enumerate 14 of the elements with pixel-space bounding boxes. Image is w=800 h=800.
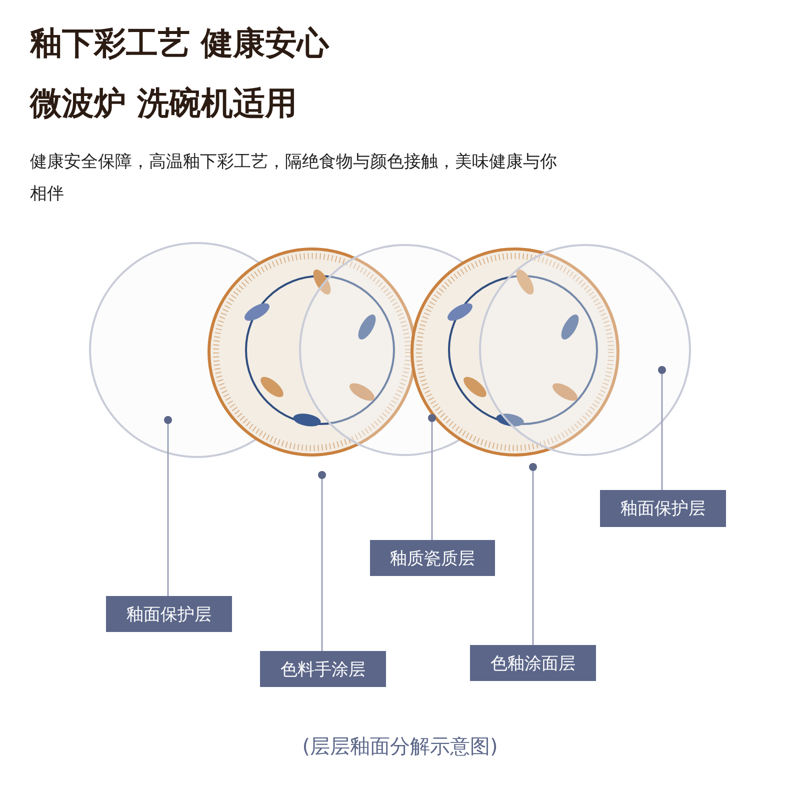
callout-label: 釉面保护层 <box>106 596 232 632</box>
leader-line <box>428 414 436 540</box>
title: 釉下彩工艺 健康安心 <box>30 23 330 64</box>
leader-line <box>658 366 666 490</box>
callout-label: 釉面保护层 <box>600 490 726 527</box>
description-text: 健康安全保障，高温釉下彩工艺，隔绝食物与颜色接触，美味健康与你相伴 <box>30 151 558 206</box>
caption: (层层釉面分解示意图) <box>301 733 499 760</box>
leader-line <box>164 416 172 596</box>
callout-label: 色料手涂层 <box>260 651 386 687</box>
leader-line <box>529 463 537 645</box>
callout-label: 色釉涂面层 <box>470 645 596 681</box>
leader-line <box>318 471 326 651</box>
subtitle: 微波炉 洗碗机适用 <box>30 83 298 124</box>
callout-label: 釉质瓷质层 <box>370 540 495 576</box>
